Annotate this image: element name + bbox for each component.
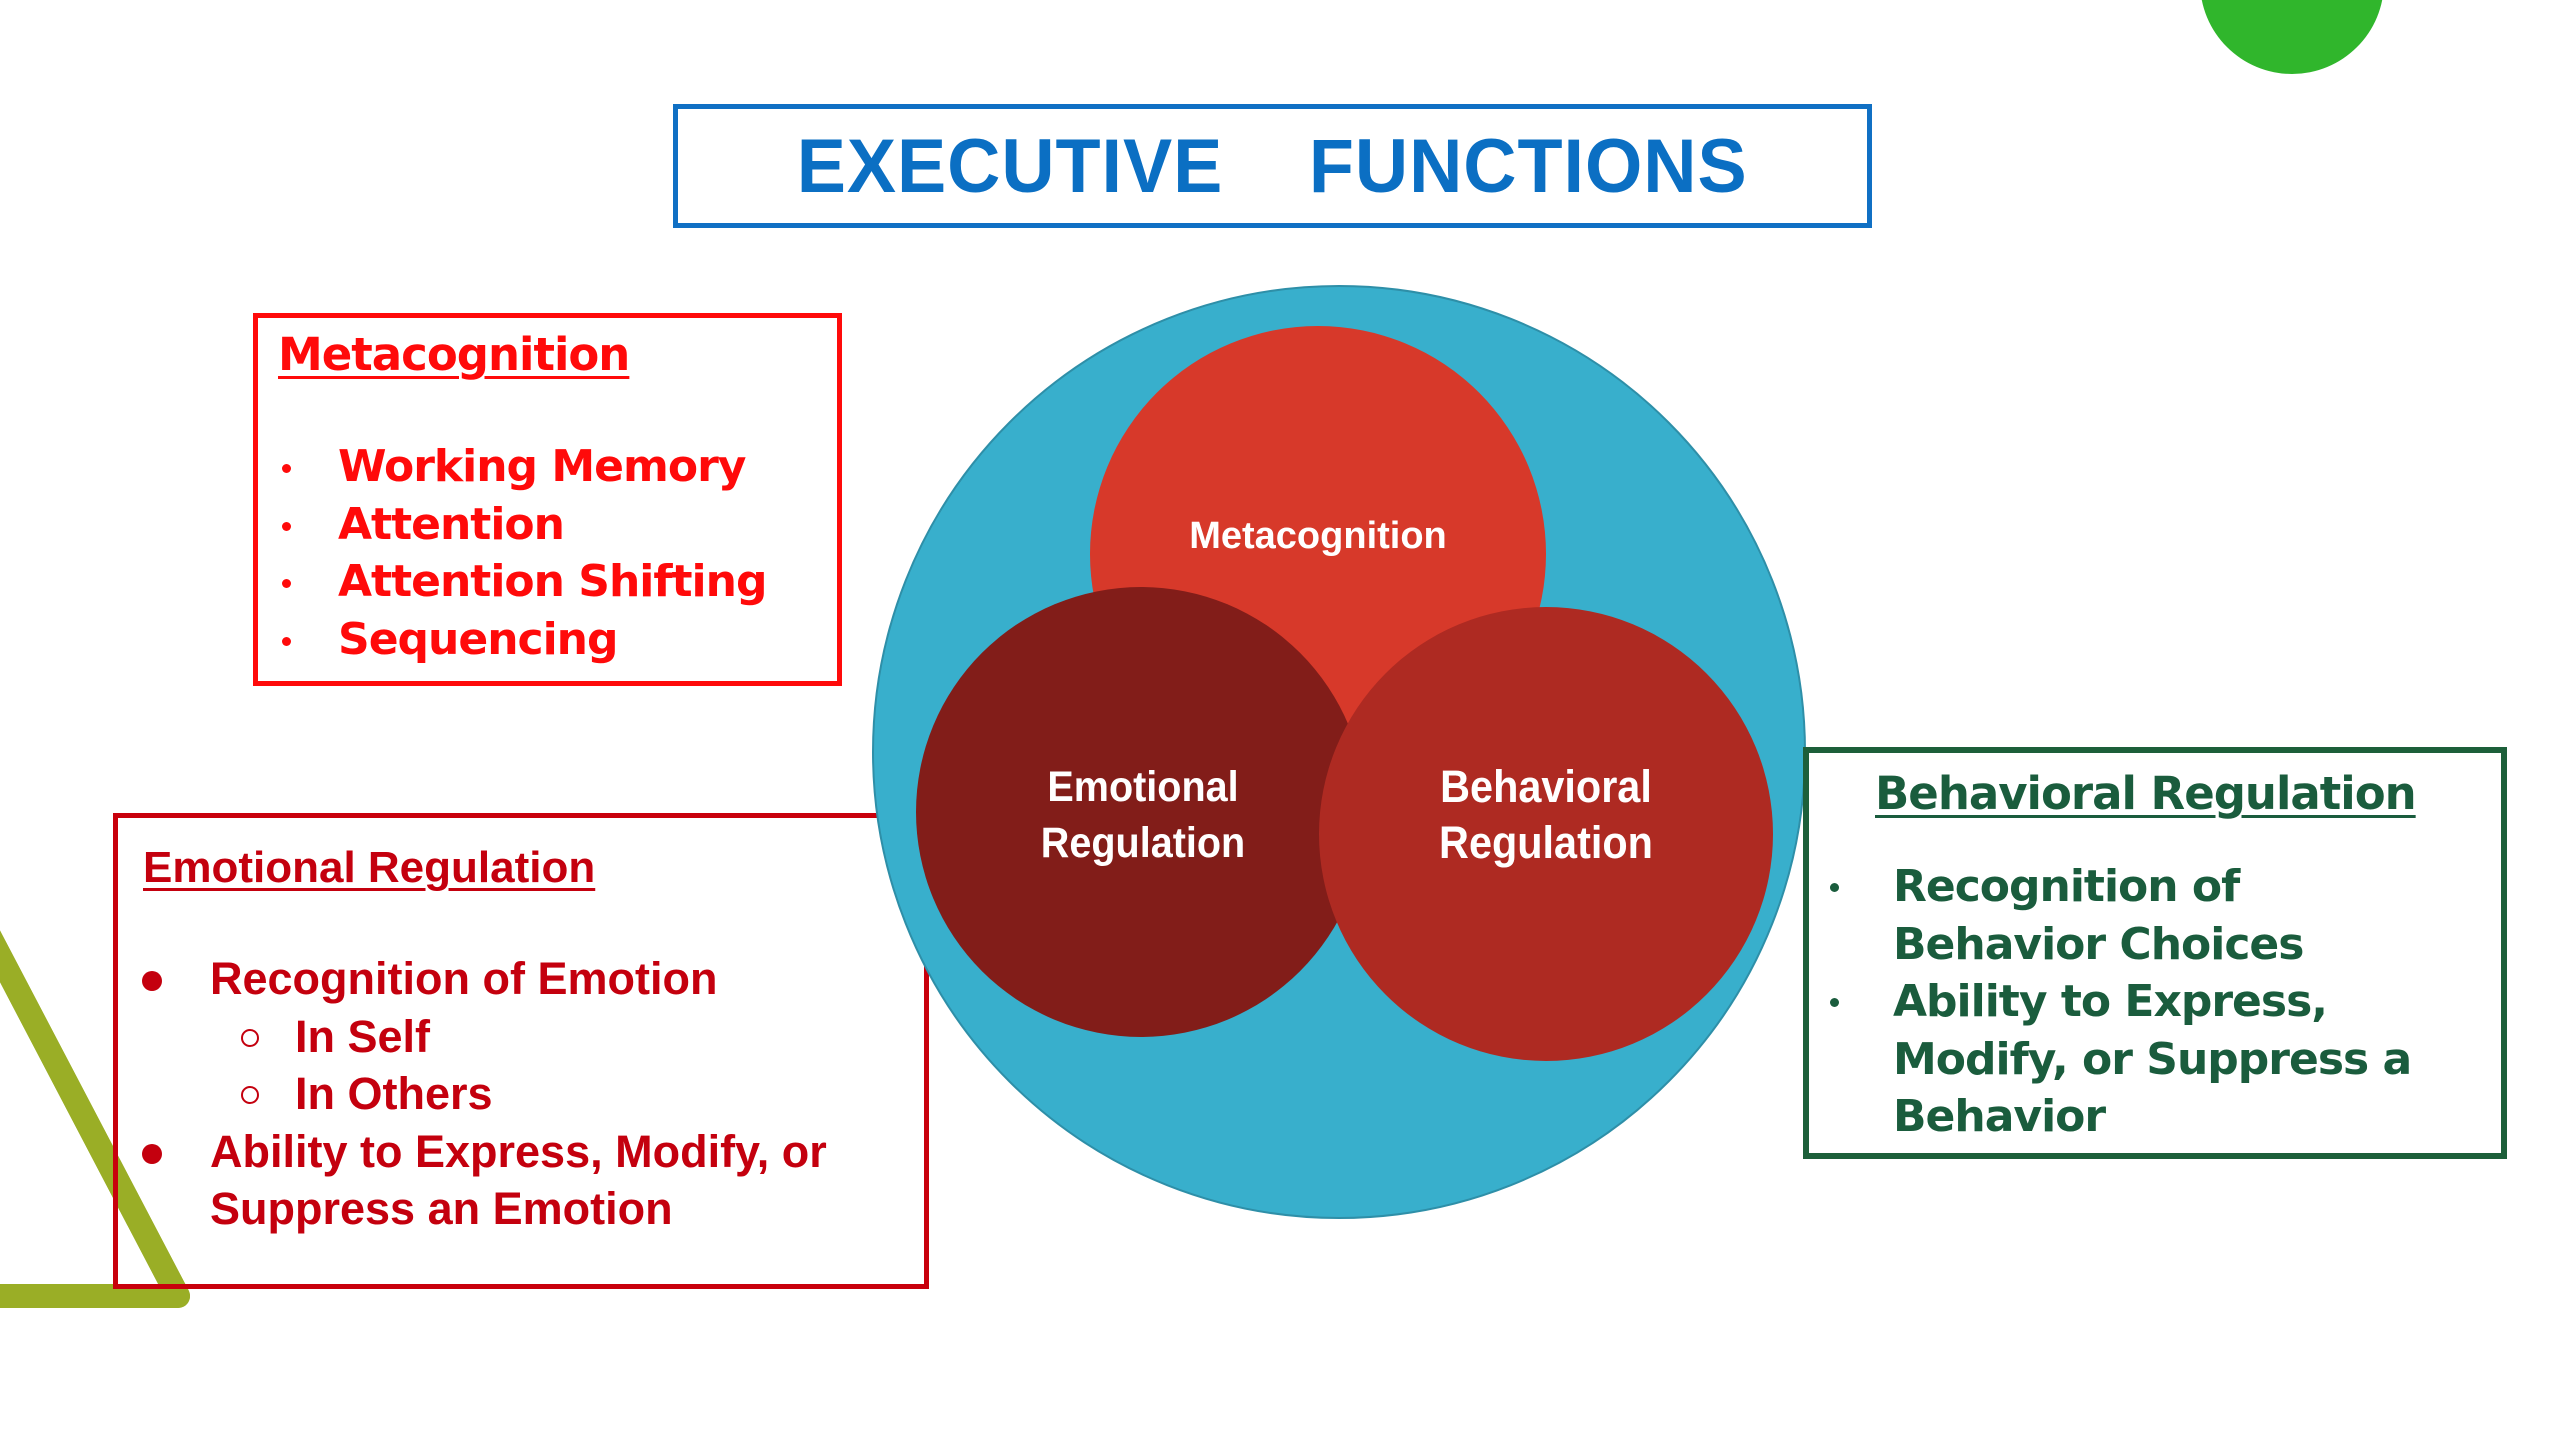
metacognition-box: Metacognition Working Memory Attention A… (253, 313, 842, 686)
behavioral-circle-label: Behavioral Regulation (1439, 761, 1653, 868)
behavioral-regulation-box: Behavioral Regulation Recognition of Beh… (1803, 747, 2507, 1159)
bullet-icon (1830, 998, 1839, 1007)
list-item: Recognition of Emotion (118, 950, 827, 1008)
behavioral-regulation-heading: Behavioral Regulation (1875, 767, 2417, 820)
bullet-icon (142, 971, 162, 991)
emotional-regulation-heading: Emotional Regulation (143, 843, 596, 892)
bullet-icon (282, 521, 291, 531)
metacognition-list: Working Memory Attention Attention Shift… (258, 438, 767, 669)
sub-list-item: In Self (118, 1008, 827, 1066)
bullet-icon (282, 636, 291, 646)
emotional-regulation-list: Recognition of Emotion In Self In Others… (118, 950, 827, 1238)
list-item: Sequencing (258, 611, 766, 669)
metacognition-circle-label: Metacognition (1189, 515, 1447, 557)
page-title: EXECUTIVE FUNCTIONS (797, 123, 1748, 209)
hollow-bullet-icon (241, 1086, 259, 1104)
bullet-icon (282, 464, 291, 473)
emotional-circle-label: Emotional Regulation (1040, 763, 1246, 867)
bullet-icon (282, 579, 291, 588)
hollow-bullet-icon (241, 1028, 259, 1047)
list-item: Ability to Express, Modify, or Suppress … (1809, 973, 2453, 1146)
list-item: Recognition of Behavior Choices (1809, 858, 2453, 973)
list-item-continuation: Suppress an Emotion (210, 1183, 673, 1234)
list-item: Working Memory (258, 438, 766, 496)
bullet-icon (142, 1143, 162, 1164)
list-item: Attention (258, 496, 766, 554)
title-box: EXECUTIVE FUNCTIONS (673, 104, 1872, 228)
green-accent-dot (2201, 0, 2383, 74)
emotional-regulation-box: Emotional Regulation Recognition of Emot… (113, 813, 929, 1289)
behavioral-regulation-list: Recognition of Behavior Choices Ability … (1809, 858, 2453, 1146)
list-item: Attention Shifting (258, 553, 767, 611)
bullet-icon (1830, 883, 1839, 892)
metacognition-heading: Metacognition (278, 328, 630, 381)
sub-list-item: In Others (118, 1065, 827, 1123)
list-item: Ability to Express, Modify, or (118, 1123, 827, 1181)
